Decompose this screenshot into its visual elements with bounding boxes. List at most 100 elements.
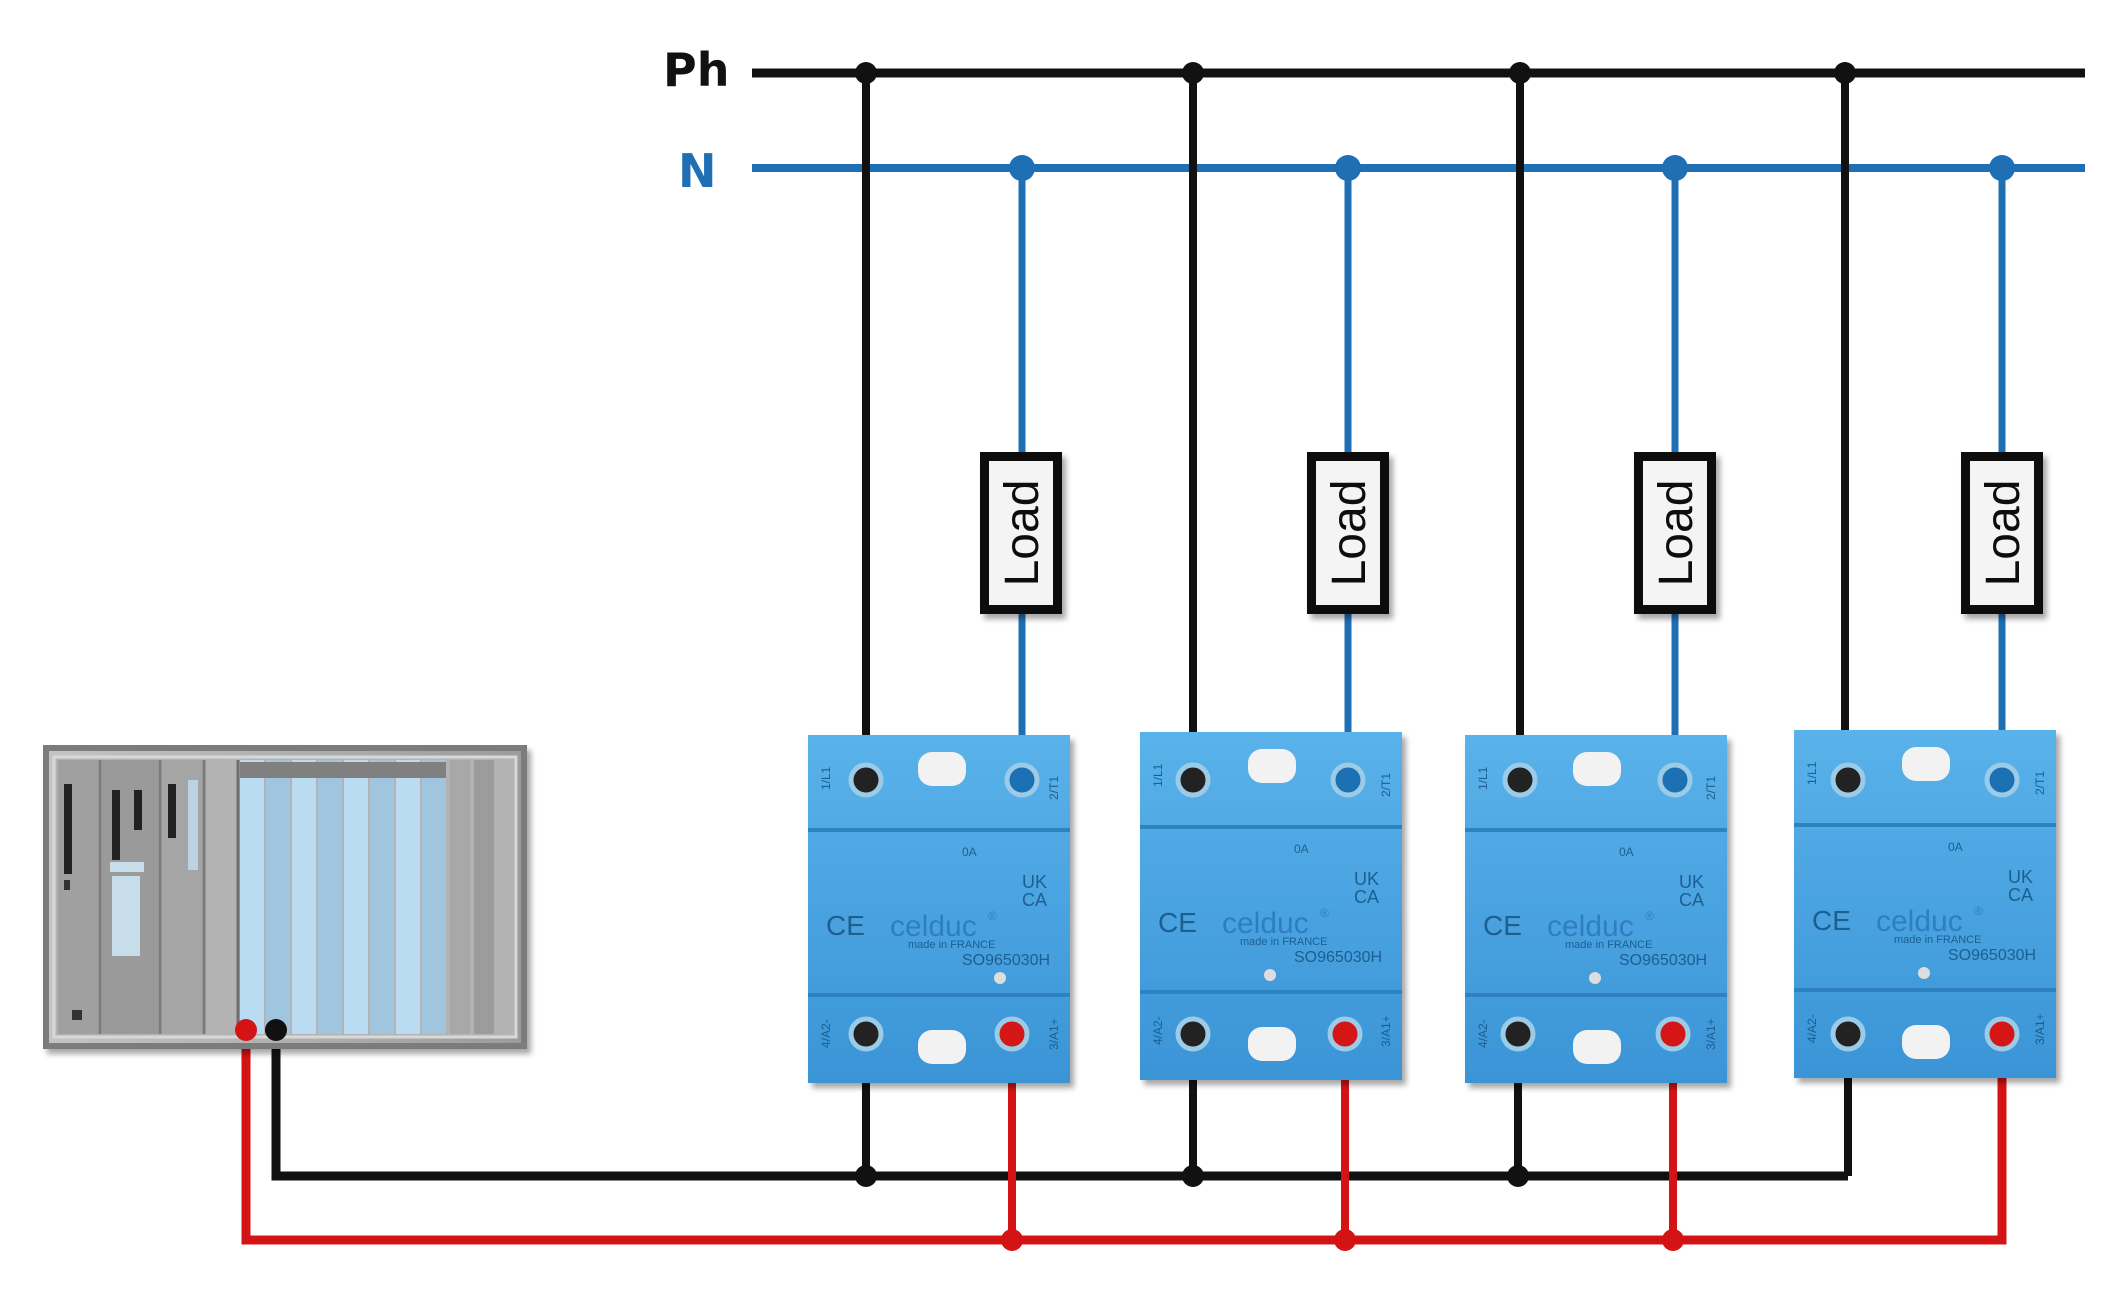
terminal-a2 [1175,1016,1211,1052]
channel-4: Load 1/L1 2/T1 4/A2- 3/A1+ 0A CE UK CA c… [1794,62,2056,1176]
control-positive-wire [241,1030,2007,1245]
terminal-t1 [1004,762,1040,798]
made-in-label: made in FRANCE [1565,939,1652,951]
terminal-l1-label: 1/L1 [1151,763,1165,787]
brand-mark: ® [1320,906,1329,920]
plc-positive-terminal [235,1019,257,1041]
neutral-junction-dot [1989,155,2015,181]
terminal-a2 [848,1016,884,1052]
terminal-l1 [848,762,884,798]
terminal-t1-label: 2/T1 [1047,776,1061,800]
solid-state-relay-icon: 1/L1 2/T1 4/A2- 3/A1+ 0A CE UK CA celduc… [1794,730,2056,1078]
neutral-junction-dot [1662,155,1688,181]
terminal-a2-label: 4/A2- [1476,1019,1490,1048]
ce-mark: CE [1483,910,1522,941]
resistive-load-icon: Load [1307,452,1389,614]
channel-3: Load 1/L1 2/T1 4/A2- 3/A1+ 0A CE UK CA c… [1465,62,1727,1251]
neutral-junction-dot [1009,155,1035,181]
brand-label: celduc [1876,905,1963,938]
model-label: SO965030H [1619,952,1707,969]
terminal-l1 [1175,762,1211,798]
ce-mark: CE [1812,905,1851,936]
model-label: SO965030H [1294,949,1382,966]
solid-state-relay-icon: 1/L1 2/T1 4/A2- 3/A1+ 0A CE UK CA celduc… [808,735,1070,1083]
resistive-load-icon: Load [980,452,1062,614]
brand-label: celduc [1547,910,1634,943]
solid-state-relay-icon: 1/L1 2/T1 4/A2- 3/A1+ 0A CE UK CA celduc… [1465,735,1727,1083]
terminal-a1 [1327,1016,1363,1052]
terminal-l1-label: 1/L1 [819,766,833,790]
ce-mark: CE [826,910,865,941]
terminal-a2 [1830,1016,1866,1052]
model-label: SO965030H [962,952,1050,969]
made-in-label: made in FRANCE [908,939,995,951]
terminal-t1 [1330,762,1366,798]
brand-mark: ® [1645,909,1654,923]
plc-negative-terminal [265,1019,287,1041]
ukca-line-2: CA [1354,887,1379,907]
rating-label: 0A [1294,842,1309,856]
terminal-a1 [994,1016,1030,1052]
phase-junction-dot [1834,62,1856,84]
ukca-line-2: CA [2008,885,2033,905]
phase-junction-dot [1182,62,1204,84]
control-pos-junction-dot [1001,1229,1023,1251]
rating-label: 0A [1948,840,1963,854]
neutral-junction-dot [1335,155,1361,181]
control-pos-junction-dot [1334,1229,1356,1251]
channel-1: Load 1/L1 2/T1 4/A2- 3/A1+ 0A CE UK CA c… [808,62,1070,1251]
terminal-a2 [1500,1016,1536,1052]
terminal-a1-label: 3/A1+ [1704,1018,1718,1050]
terminal-l1-label: 1/L1 [1805,761,1819,785]
terminal-t1 [1657,762,1693,798]
ukca-line-1: UK [1022,872,1047,892]
ce-mark: CE [1158,907,1197,938]
rating-label: 0A [1619,845,1634,859]
terminal-t1-label: 2/T1 [1379,773,1393,797]
control-neg-junction-dot [1507,1165,1529,1187]
made-in-label: made in FRANCE [1894,934,1981,946]
solid-state-relay-icon: 1/L1 2/T1 4/A2- 3/A1+ 0A CE UK CA celduc… [1140,732,1402,1080]
terminal-a1-label: 3/A1+ [1379,1015,1393,1047]
ukca-line-1: UK [2008,867,2033,887]
resistive-load-icon: Load [1961,452,2043,614]
ukca-line-1: UK [1679,872,1704,892]
rating-label: 0A [962,845,977,859]
plc-controller-icon [43,745,527,1049]
control-neg-junction-dot [1182,1165,1204,1187]
resistive-load-icon: Load [1634,452,1716,614]
phase-junction-dot [855,62,877,84]
load-label: Load [1977,480,2030,587]
brand-mark: ® [988,909,997,923]
brand-mark: ® [1974,904,1983,918]
terminal-a1-label: 3/A1+ [2033,1013,2047,1045]
terminal-a1 [1984,1016,2020,1052]
terminal-a2-label: 4/A2- [819,1019,833,1048]
channel-2: Load 1/L1 2/T1 4/A2- 3/A1+ 0A CE UK CA c… [1140,62,1402,1251]
ukca-line-2: CA [1022,890,1047,910]
phase-label: Ph [663,43,729,97]
control-neg-junction-dot [855,1165,877,1187]
terminal-a2-label: 4/A2- [1151,1016,1165,1045]
load-label: Load [1323,480,1376,587]
terminal-t1-label: 2/T1 [2033,771,2047,795]
terminal-t1 [1984,762,2020,798]
ukca-line-2: CA [1679,890,1704,910]
terminal-t1-label: 2/T1 [1704,776,1718,800]
terminal-l1 [1830,762,1866,798]
load-label: Load [996,480,1049,587]
phase-junction-dot [1509,62,1531,84]
brand-label: celduc [1222,907,1309,940]
terminal-a2-label: 4/A2- [1805,1014,1819,1043]
ukca-line-1: UK [1354,869,1379,889]
model-label: SO965030H [1948,947,2036,964]
neutral-label: N [678,144,717,198]
terminal-l1 [1502,762,1538,798]
terminal-a1 [1655,1016,1691,1052]
made-in-label: made in FRANCE [1240,936,1327,948]
brand-label: celduc [890,910,977,943]
control-negative-wire [271,1033,1848,1181]
terminal-a1-label: 3/A1+ [1047,1018,1061,1050]
terminal-l1-label: 1/L1 [1476,766,1490,790]
